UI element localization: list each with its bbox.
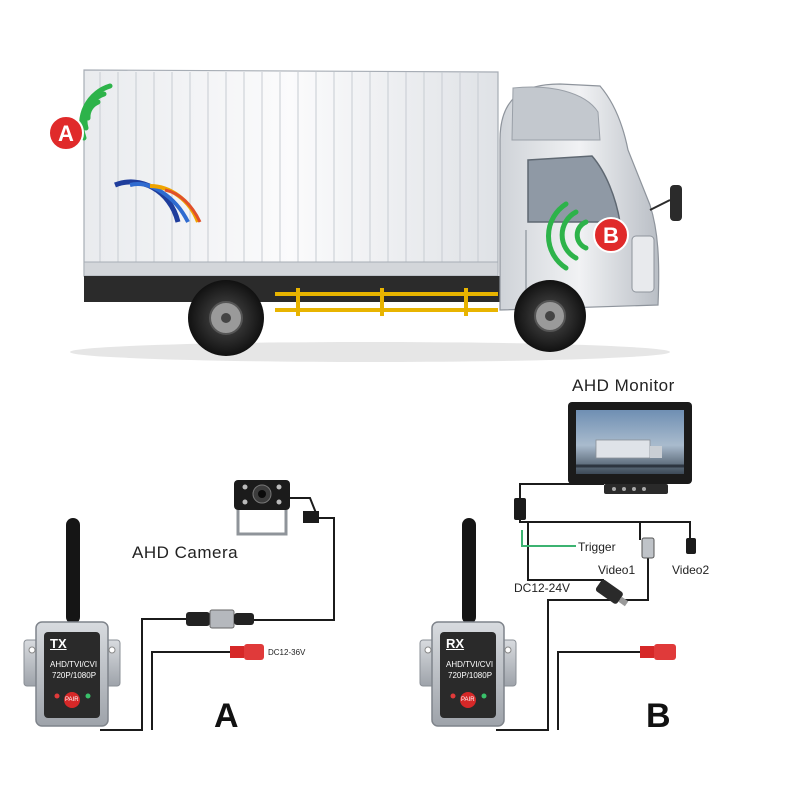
- swoosh-logo: [114, 179, 202, 223]
- video1-connector: [641, 537, 655, 559]
- power-dc12-24v-label: DC12-24V: [514, 581, 571, 595]
- trigger-wire: [521, 530, 576, 547]
- rx-module: [419, 621, 517, 727]
- rx-line2: 720P/1080P: [448, 671, 493, 680]
- marker-a-badge: [48, 115, 84, 151]
- section-a-letter: A: [214, 697, 239, 735]
- tx-power-cable: [151, 651, 230, 730]
- tx-line1: AHD/TVI/CVI: [50, 660, 98, 669]
- front-wheel: [514, 280, 586, 352]
- aviation-connector: [186, 609, 254, 629]
- marker-a-label: A: [58, 121, 74, 146]
- side-guard: [275, 288, 498, 316]
- tx-title: TX: [50, 636, 67, 651]
- rx-antenna: [462, 518, 476, 624]
- truck: [70, 69, 682, 362]
- cargo-box-ribs: [99, 72, 479, 274]
- cab-roof-spoiler: [511, 86, 601, 141]
- cargo-box: [83, 69, 499, 277]
- cargo-box-base: [83, 261, 499, 277]
- tx-antenna: [66, 518, 80, 624]
- rx-title: RX: [446, 636, 465, 651]
- tx-power-label: DC12-36V: [268, 648, 306, 657]
- rx-line1: AHD/TVI/CVI: [446, 660, 494, 669]
- tx-module: [23, 621, 121, 727]
- rx-power-plug: [640, 644, 676, 660]
- video2-connector: [686, 538, 696, 554]
- monitor-cables: [496, 483, 691, 731]
- tx-pair-label: PAIR: [65, 697, 79, 703]
- tx-video-cable: [100, 618, 186, 731]
- video2-label: Video2: [672, 563, 710, 577]
- video1-label: Video1: [598, 563, 636, 577]
- camera-cable: [252, 497, 335, 621]
- tx-power-plug: [230, 644, 264, 660]
- monitor-connector: [514, 498, 526, 520]
- ahd-camera: [234, 480, 290, 536]
- marker-b-badge: [593, 217, 629, 253]
- rx-power-cable: [557, 651, 640, 730]
- trigger-label: Trigger: [578, 540, 616, 554]
- rear-wheel: [188, 280, 264, 356]
- marker-b-label: B: [603, 223, 619, 248]
- headlight: [631, 235, 655, 293]
- tx-line2: 720P/1080P: [52, 671, 97, 680]
- section-b-letter: B: [646, 697, 671, 735]
- signal-waves-b: [546, 201, 589, 271]
- rx-pair-label: PAIR: [461, 697, 475, 703]
- side-mirror: [670, 185, 682, 221]
- ahd-monitor: [568, 402, 692, 494]
- truck-shadow: [70, 342, 670, 362]
- camera-label: AHD Camera: [132, 543, 239, 562]
- monitor-label: AHD Monitor: [572, 376, 675, 395]
- cigarette-plug: [595, 579, 629, 607]
